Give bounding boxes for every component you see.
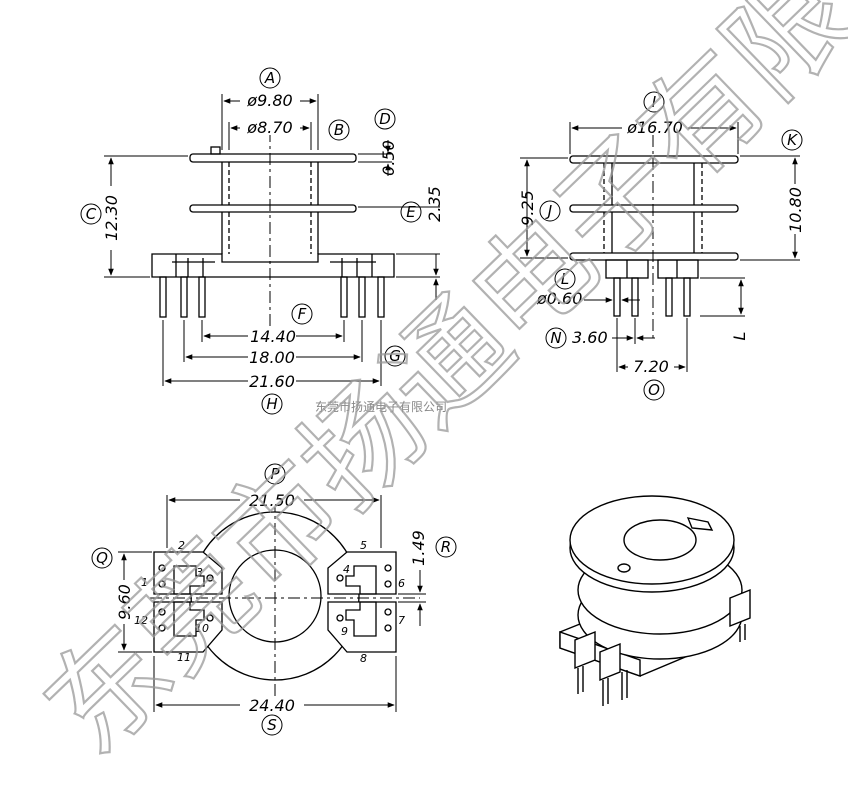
label-F: F: [298, 305, 307, 323]
pin-8: 8: [360, 652, 367, 665]
label-R: R: [441, 538, 451, 556]
label-P: P: [270, 465, 280, 483]
dim-flange-0-50: 0.50: [379, 140, 398, 176]
pin-10: 10: [195, 622, 209, 635]
front-view: [151, 130, 395, 330]
callout-letters: A B D C E F G H I K J L N O P Q R S: [86, 69, 798, 734]
pin-3: 3: [196, 566, 203, 579]
label-G: G: [389, 347, 401, 365]
dim-width-24-40: 24.40: [249, 696, 295, 715]
bottom-view-dimensions: [118, 495, 426, 712]
dim-height-10-80: 10.80: [786, 187, 805, 233]
label-D: D: [379, 110, 391, 128]
dim-pin-dia-0-60: ø0.60: [536, 289, 582, 308]
pin-9: 9: [341, 625, 348, 638]
dim-pin-18-00: 18.00: [249, 348, 295, 367]
dim-width-21-50: 21.50: [249, 491, 295, 510]
dim-dia-16-70: ø16.70: [626, 118, 683, 137]
label-N: N: [550, 329, 561, 347]
dim-pin-21-60: 21.60: [249, 372, 295, 391]
bottom-view-text: 21.50 24.40 9.60 1.49 1 2 3 4 5 6 7 8 9 …: [115, 491, 428, 715]
isometric-view: [559, 495, 751, 706]
dim-pin-14-40: 14.40: [250, 327, 296, 346]
pin-4: 4: [343, 563, 350, 576]
company-name: 东莞市扬通电子有限公司: [315, 399, 447, 414]
pin-1: 1: [141, 576, 148, 589]
pin-12: 12: [134, 614, 148, 627]
dim-L: L: [730, 332, 749, 341]
label-E: E: [406, 203, 416, 221]
dim-height-12-30: 12.30: [102, 195, 121, 241]
side-view: [569, 135, 739, 340]
label-K: K: [787, 131, 798, 149]
pin-2: 2: [178, 539, 185, 552]
label-B: B: [334, 121, 344, 139]
label-Q: Q: [96, 549, 108, 567]
label-O: O: [648, 381, 660, 399]
bottom-view: [150, 500, 420, 700]
label-J: J: [545, 202, 552, 220]
label-S: S: [267, 716, 277, 734]
pin-11: 11: [177, 651, 191, 664]
dim-height-9-25: 9.25: [518, 190, 537, 226]
dim-dia-9-80: ø9.80: [246, 91, 292, 110]
label-C: C: [86, 205, 97, 223]
dim-pitch-3-60: 3.60: [572, 328, 608, 347]
pin-7: 7: [398, 614, 405, 627]
callout-labels: [80, 67, 803, 736]
label-H: H: [266, 395, 277, 413]
pin-6: 6: [398, 577, 405, 590]
label-A: A: [264, 69, 275, 87]
dim-gap-2-35: 2.35: [425, 186, 444, 222]
dim-span-7-20: 7.20: [633, 357, 669, 376]
watermark: 东莞市扬通电子有限公司: [19, 0, 848, 780]
dim-height-9-60: 9.60: [115, 584, 134, 620]
side-view-text: ø16.70 9.25 10.80 ø0.60 3.60 7.20 L: [518, 118, 805, 376]
label-L: L: [561, 270, 569, 288]
dim-slot-1-49: 1.49: [409, 530, 428, 566]
dim-dia-8-70: ø8.70: [246, 118, 292, 137]
pin-5: 5: [360, 539, 367, 552]
label-I: I: [652, 93, 657, 111]
front-view-text: ø9.80 ø8.70 12.30 0.50 2.35 14.40 18.00 …: [102, 91, 444, 391]
